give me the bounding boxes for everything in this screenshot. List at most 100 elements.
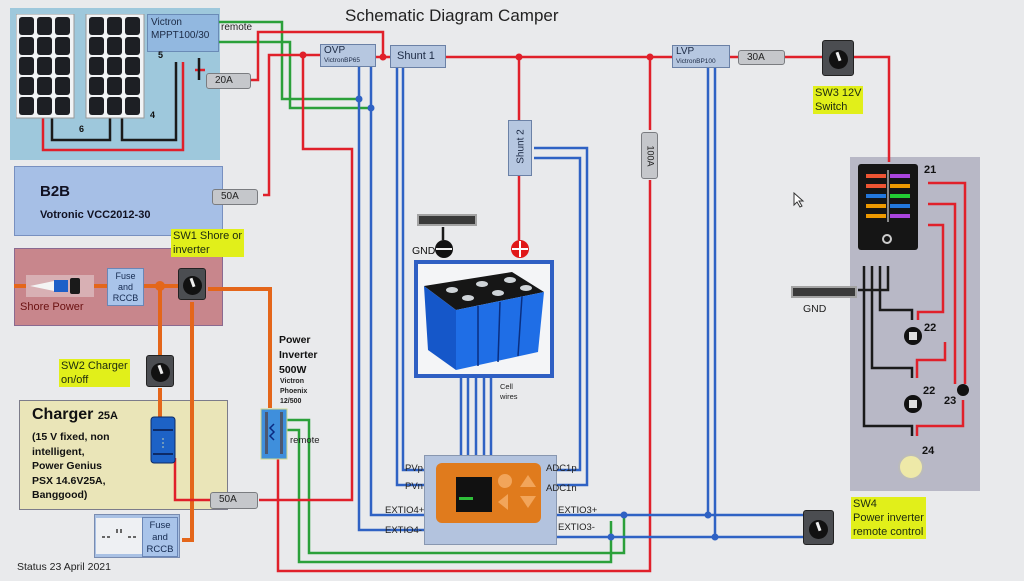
switch-knob-icon xyxy=(183,276,202,295)
remote-wire xyxy=(219,40,371,110)
inverter-title-line: 500W xyxy=(279,364,307,376)
fuse-block-label-21: 21 xyxy=(924,164,937,176)
signal-wire xyxy=(534,146,589,487)
shunt1-device: Shunt 1 xyxy=(390,45,446,68)
junction-dot xyxy=(355,95,363,103)
mppt-controller: Victron MPPT100/30 xyxy=(147,14,219,52)
pin-adc1n: ADC1n xyxy=(546,483,577,494)
junction-dot xyxy=(607,533,615,541)
lvp-model: VictronBP100 xyxy=(676,58,716,65)
fuse-20a: 20A xyxy=(206,73,251,89)
distribution-gnd-busbar xyxy=(791,286,857,298)
pin-extio4-minus: EXTIO4- xyxy=(385,525,422,536)
switch-knob-icon xyxy=(809,520,828,539)
solar-label-4: 4 xyxy=(150,110,156,120)
label-line: on/off xyxy=(61,374,89,386)
junction-dot xyxy=(646,53,654,61)
charger-rating: 25A xyxy=(97,410,118,422)
solar-remote-label: remote xyxy=(221,22,253,33)
sw2-rotary-switch[interactable] xyxy=(146,355,174,387)
pin-adc1p: ADC1p xyxy=(546,463,577,474)
detail-line: Banggood) xyxy=(32,489,88,501)
shunt2-label: Shunt 2 xyxy=(515,129,527,164)
junction-dot xyxy=(367,104,375,112)
solar-panels-icon xyxy=(16,14,145,119)
ovp-name: OVP xyxy=(324,45,346,56)
signal-wire xyxy=(401,67,424,472)
label-line: Switch xyxy=(815,101,848,113)
sw3-rotary-switch[interactable] xyxy=(822,40,854,76)
pin-extio4-plus: EXTIO4+ xyxy=(385,505,425,516)
lifepo4-battery-icon xyxy=(424,272,544,370)
socket-22b-label: 22 xyxy=(923,385,936,397)
charger-title: Charger 25A xyxy=(32,406,118,424)
label-line: inverter xyxy=(173,244,210,256)
ovp-model: VictronBP65 xyxy=(324,57,361,64)
usb-23-label: 23 xyxy=(944,395,957,407)
ground-wire xyxy=(858,266,890,292)
solar-negative xyxy=(50,118,112,142)
positive-wire xyxy=(928,202,957,384)
inverter-device-icon xyxy=(260,408,288,460)
label-line: wires xyxy=(500,392,518,401)
sw4-label: SW4 Power inverter remote control xyxy=(851,497,926,539)
fuse-text: Fuse xyxy=(115,271,136,281)
switch-knob-icon xyxy=(151,363,170,382)
solar-label-5: 5 xyxy=(158,50,164,60)
fuse-30a: 30A xyxy=(738,50,785,65)
shore-fuse-rccb: Fuse and RCCB xyxy=(107,268,144,306)
junction-dot xyxy=(299,51,307,59)
shore-plug-icon xyxy=(26,275,94,297)
switch-knob-icon xyxy=(829,50,848,69)
detail-line: PSX 14.6V25A, xyxy=(32,474,106,487)
battery-gnd-busbar xyxy=(417,214,477,226)
lvp-device: LVP VictronBP100 xyxy=(672,45,730,68)
fuse-100a-label: 100A xyxy=(645,145,656,167)
positive-terminal-icon xyxy=(511,240,529,258)
positive-wire xyxy=(916,223,945,320)
fuse-text: and xyxy=(152,532,168,543)
ac-wire xyxy=(182,302,194,542)
cell-wires xyxy=(459,378,493,455)
junction-dot xyxy=(711,533,719,541)
sw1-rotary-switch[interactable] xyxy=(178,268,206,300)
pin-pvn: PVn xyxy=(405,481,423,492)
label-line: Power inverter xyxy=(853,512,924,524)
junction-dot xyxy=(515,53,523,61)
mppt-model: MPPT100/30 xyxy=(151,30,210,41)
distribution-gnd-label: GND xyxy=(803,303,827,315)
junction-dot xyxy=(379,53,387,61)
sw4-rotary-switch[interactable] xyxy=(803,510,834,545)
battery-gnd-label: GND xyxy=(412,245,436,257)
positive-wire xyxy=(276,180,652,573)
positive-wire xyxy=(259,55,354,502)
b2b-title: B2B xyxy=(40,183,71,200)
solar-label-6: 6 xyxy=(79,124,85,134)
inverter-title: Power Inverter 500W xyxy=(279,333,318,378)
fuse-block xyxy=(858,164,918,250)
positive-wire xyxy=(915,342,947,378)
label-line: SW4 xyxy=(853,498,877,510)
b2b-model: Votronic VCC2012-30 xyxy=(40,209,151,221)
detail-line: Power Genius xyxy=(32,460,103,472)
inverter-title-line: Power xyxy=(279,334,311,346)
fuse-50a-b2b: 50A xyxy=(212,189,258,205)
negative-terminal-icon xyxy=(435,240,453,258)
mouse-cursor-icon xyxy=(793,192,805,208)
charger-device-icon xyxy=(150,416,176,464)
inverter-model: Victron Phoenix 12/500 xyxy=(280,377,307,407)
inverter-model-line: Victron xyxy=(280,378,304,385)
inverter-model-line: 12/500 xyxy=(280,398,302,405)
pin-extio3-minus: EXTIO3- xyxy=(558,522,595,533)
usb-23-icon xyxy=(957,384,969,396)
mppt-brand: Victron xyxy=(151,17,182,28)
inverter-title-line: Inverter xyxy=(279,349,318,361)
diagram-title: Schematic Diagram Camper xyxy=(345,6,559,25)
detail-line: (15 V fixed, non xyxy=(32,431,110,443)
inverter-remote-label: remote xyxy=(290,435,320,446)
battery-terminals xyxy=(435,240,529,258)
solar-positive xyxy=(41,62,185,152)
signal-wire xyxy=(534,156,582,472)
